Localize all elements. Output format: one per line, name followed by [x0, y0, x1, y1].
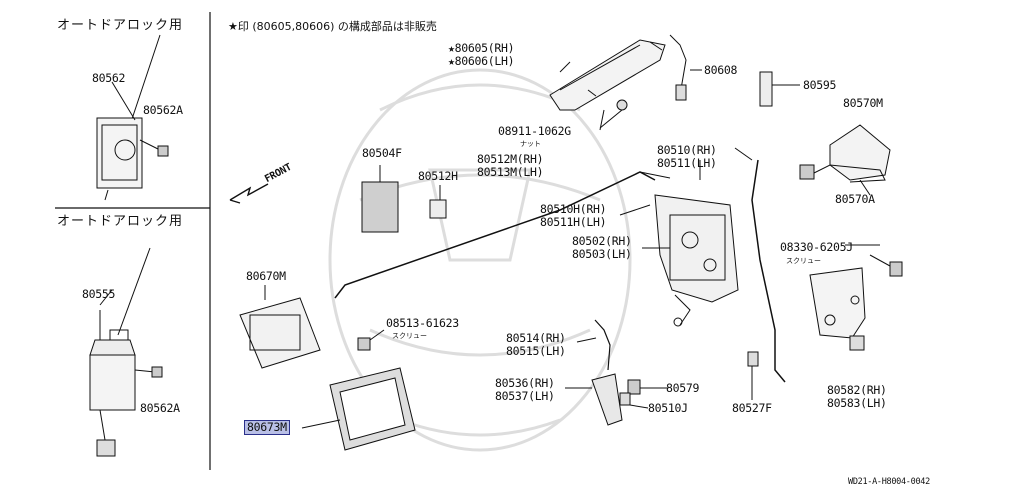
label-80510J: 80510J: [648, 401, 688, 415]
escutcheon-80673M: [329, 367, 416, 451]
diagram-code: WD21-A-H8004-0042: [848, 477, 930, 487]
header-auto-lock-top: オートドアロック用: [57, 18, 184, 33]
label-08330: 08330-6205J: [780, 240, 853, 254]
part-80595: [759, 71, 773, 107]
front-arrow: [229, 183, 269, 204]
label-80513M: 80513M(LH): [477, 165, 544, 179]
lever-80536: [591, 373, 623, 426]
label-80570A: 80570A: [835, 192, 875, 206]
outside-handle: [549, 39, 666, 129]
label-80579: 80579: [666, 381, 700, 395]
label-80536: 80536(RH): [495, 376, 555, 390]
label-80512H: 80512H: [418, 169, 458, 183]
non-sale-note: ★印 (80605,80606) の構成部品は非販売: [228, 20, 437, 33]
label-80515: 80515(LH): [506, 344, 566, 358]
header-auto-lock-bottom: オートドアロック用: [57, 214, 184, 229]
label-80605: ★80605(RH): [448, 41, 515, 55]
label-80510: 80510(RH): [657, 143, 717, 157]
label-80673M-highlighted[interactable]: 80673M: [244, 420, 290, 435]
rod-80608: [669, 34, 702, 101]
rod-80510: [751, 159, 786, 383]
label-80511H: 80511H(LH): [540, 215, 607, 229]
label-80555: 80555: [82, 287, 116, 301]
label-80562: 80562: [92, 71, 126, 85]
bracket-80582: [809, 267, 866, 351]
label-80583: 80583(LH): [827, 396, 887, 410]
label-screw-08513: スクリュー: [392, 332, 427, 340]
label-80502: 80502(RH): [572, 234, 632, 248]
label-80511: 80511(LH): [657, 156, 717, 170]
label-80595: 80595: [803, 78, 837, 92]
screw-08330: [889, 261, 903, 277]
label-80562A-top: 80562A: [143, 103, 183, 117]
actuator-80562: [96, 34, 169, 201]
label-80512M: 80512M(RH): [477, 152, 544, 166]
clip-80510J: [619, 392, 631, 406]
screw-08513: [357, 337, 371, 351]
actuator-80555: [89, 247, 163, 457]
clip-80579: [627, 379, 641, 395]
label-80510H: 80510H(RH): [540, 202, 607, 216]
clip-80527F: [747, 351, 759, 367]
label-80503: 80503(LH): [572, 247, 632, 261]
label-08911: 08911-1062G: [498, 124, 571, 138]
label-80670M: 80670M: [246, 269, 286, 283]
label-80537: 80537(LH): [495, 389, 555, 403]
latch-80502: [642, 194, 739, 327]
watermark-emblem: [328, 68, 632, 452]
clip-80512H: [429, 199, 447, 219]
label-screw-08330: スクリュー: [786, 257, 821, 265]
inside-handle-80670M: [239, 285, 321, 369]
label-nut: ナット: [520, 140, 541, 148]
label-08513: 08513-61623: [386, 316, 459, 330]
label-80514: 80514(RH): [506, 331, 566, 345]
striker-80570M: [799, 124, 891, 196]
label-80570M: 80570M: [843, 96, 883, 110]
pad-80504F: [361, 181, 399, 233]
label-80606: ★80606(LH): [448, 54, 515, 68]
label-80527F: 80527F: [732, 401, 772, 415]
label-80582: 80582(RH): [827, 383, 887, 397]
rod-80512M: [334, 171, 656, 299]
label-80608: 80608: [704, 63, 738, 77]
label-80504F: 80504F: [362, 146, 402, 160]
label-80562A-bottom: 80562A: [140, 401, 180, 415]
